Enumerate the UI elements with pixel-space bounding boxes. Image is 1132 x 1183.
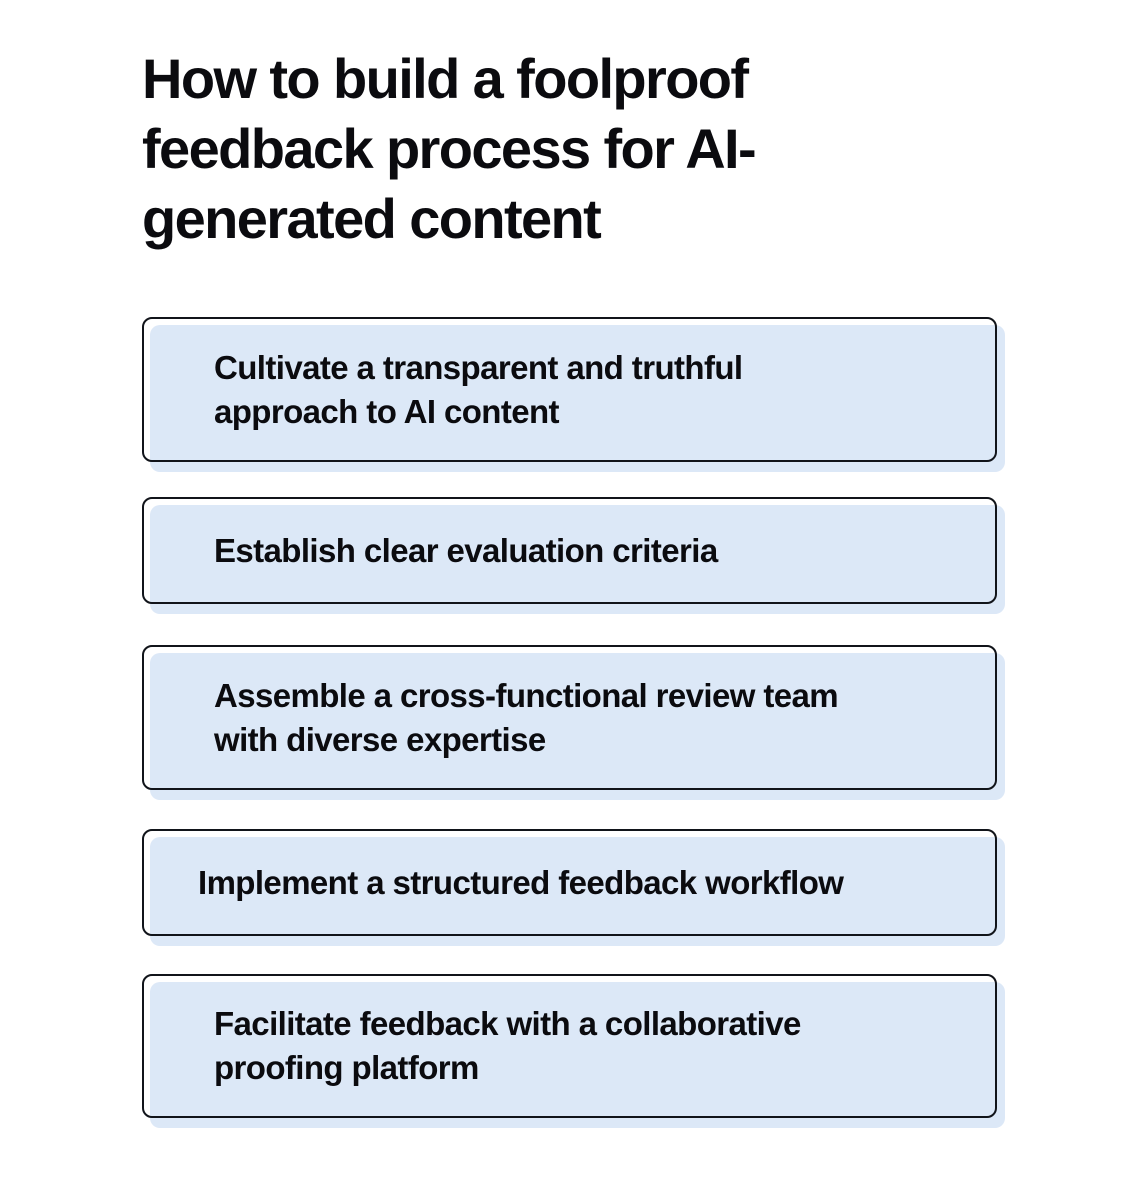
- step-label: Assemble a cross-functional review team …: [214, 676, 839, 758]
- step-label: Implement a structured feedback workflow: [198, 863, 844, 901]
- card-outline: [142, 317, 997, 462]
- card-fill: [150, 982, 1005, 1128]
- card-fill: [150, 837, 1005, 946]
- step-card: Facilitate feedback with a collaborative…: [142, 974, 1005, 1128]
- card-fill: [150, 325, 1005, 472]
- step-card: Cultivate a transparent and truthful app…: [142, 317, 1005, 472]
- card-fill: [150, 505, 1005, 614]
- card-fill: [150, 653, 1005, 800]
- step-card: Assemble a cross-functional review team …: [142, 645, 1005, 800]
- step-card: Implement a structured feedback workflow: [142, 829, 1005, 946]
- step-card: Establish clear evaluation criteria: [142, 497, 1005, 614]
- card-outline: [142, 974, 997, 1118]
- step-label: Facilitate feedback with a collaborative…: [214, 1005, 801, 1086]
- card-outline: [142, 645, 997, 790]
- card-outline: [142, 497, 997, 604]
- card-outline: [142, 829, 997, 936]
- step-label: Establish clear evaluation criteria: [214, 531, 718, 569]
- page-title: How to build a foolproof feedback proces…: [142, 47, 757, 250]
- step-label: Cultivate a transparent and truthful app…: [214, 348, 743, 430]
